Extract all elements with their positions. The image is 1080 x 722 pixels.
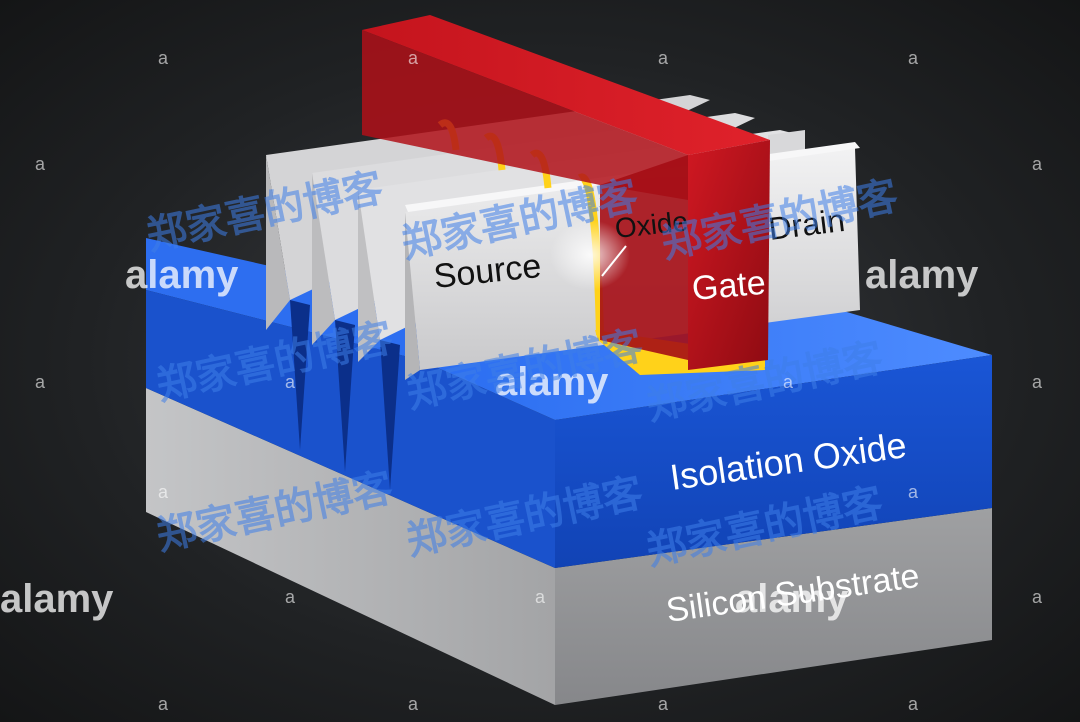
gate-front-face bbox=[688, 140, 770, 370]
small-a-watermarks: a a a a a a a a a a a a a a a a a a a bbox=[35, 48, 1043, 714]
specular-highlight bbox=[550, 220, 630, 290]
label-gate: Gate bbox=[690, 264, 767, 308]
watermark-a: a bbox=[35, 372, 46, 392]
blog-watermarks: 郑家喜的博客 郑家喜的博客 郑家喜的博客 郑家喜的博客 郑家喜的博客 郑家喜的博… bbox=[143, 166, 902, 574]
watermark-a: a bbox=[908, 694, 919, 714]
watermark-a: a bbox=[285, 372, 296, 392]
watermark-alamy: alamy bbox=[0, 577, 114, 621]
watermark-a: a bbox=[158, 482, 169, 502]
gate-top-face bbox=[362, 15, 770, 155]
watermark-a: a bbox=[408, 694, 419, 714]
watermark-a: a bbox=[35, 154, 46, 174]
watermark-a: a bbox=[1032, 154, 1043, 174]
fin-front-side bbox=[405, 212, 420, 380]
gate-back-face bbox=[362, 30, 688, 200]
watermark-a: a bbox=[658, 694, 669, 714]
alamy-watermarks: alamy alamy alamy alamy alamy bbox=[0, 253, 979, 621]
watermark-a: a bbox=[408, 48, 419, 68]
gate-left-face bbox=[600, 155, 688, 360]
trench-1 bbox=[290, 300, 310, 450]
substrate-front-face bbox=[555, 508, 992, 705]
watermark-alamy: alamy bbox=[735, 577, 849, 621]
isolation-left-face bbox=[146, 290, 555, 568]
watermark-alamy: alamy bbox=[865, 253, 979, 297]
trench-2 bbox=[335, 320, 355, 472]
watermark-a: a bbox=[1032, 372, 1043, 392]
watermark-a: a bbox=[908, 48, 919, 68]
label-oxide: Oxide bbox=[613, 205, 689, 243]
isolation-front-face bbox=[555, 355, 992, 568]
isolation-oxide bbox=[146, 238, 992, 568]
watermark-alamy: alamy bbox=[125, 253, 239, 297]
watermark-a: a bbox=[158, 694, 169, 714]
watermark-a: a bbox=[158, 48, 169, 68]
watermark-alamy: alamy bbox=[495, 360, 609, 404]
watermark-a: a bbox=[1032, 587, 1043, 607]
watermark-a: a bbox=[783, 372, 794, 392]
silicon-substrate bbox=[146, 388, 992, 705]
oxide-pointer-line bbox=[601, 245, 627, 277]
watermark-a: a bbox=[535, 587, 546, 607]
gate bbox=[362, 15, 770, 370]
watermark-a: a bbox=[908, 482, 919, 502]
watermark-a: a bbox=[285, 587, 296, 607]
trench-3 bbox=[380, 340, 400, 490]
watermark-a: a bbox=[658, 48, 669, 68]
substrate-left-face bbox=[146, 388, 555, 705]
